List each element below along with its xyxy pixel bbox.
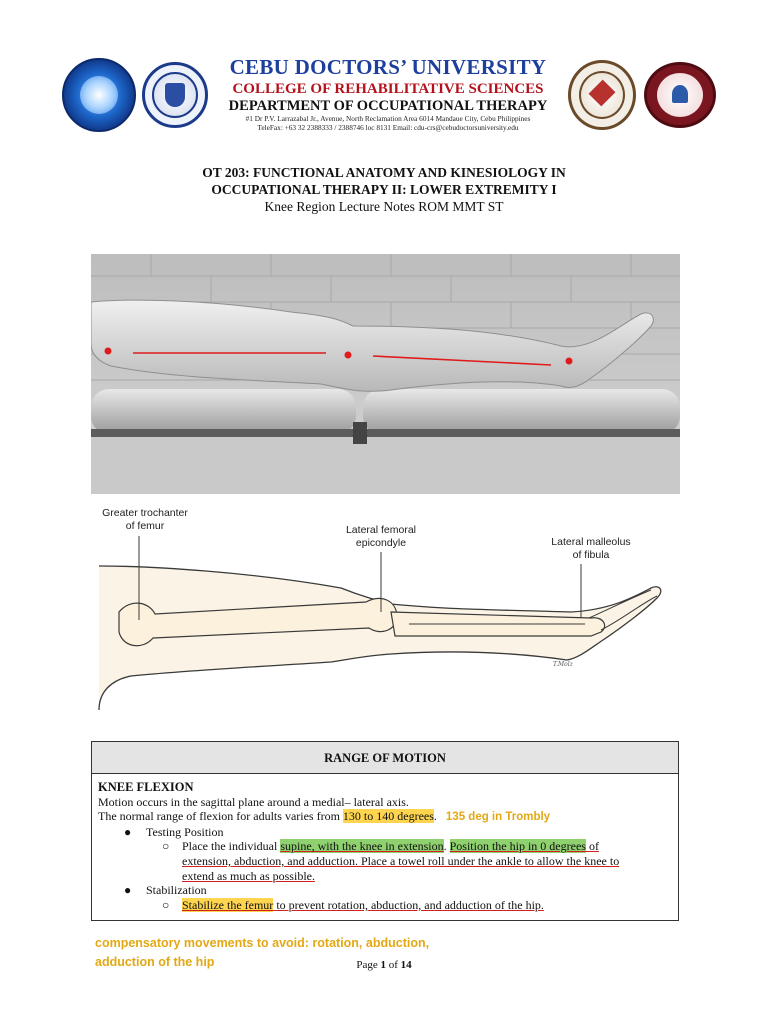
range-highlight: 130 to 140 degrees: [342, 809, 434, 824]
foot-bones: [588, 589, 658, 631]
letterhead: CEBU DOCTORS’ UNIVERSITY COLLEGE OF REHA…: [60, 54, 720, 136]
illustrator-signature: T.Molz: [553, 661, 574, 668]
contact-line: TeleFax: +63 32 2388333 / 2388746 loc 81…: [257, 122, 519, 132]
section-knee-flexion: KNEE FLEXION: [98, 780, 194, 794]
trombly-note: 135 deg in Trombly: [445, 811, 551, 824]
testing-position-line-2: extension, abduction, and adduction. Pla…: [182, 853, 620, 868]
bullet-stabilization: ●Stabilization: [124, 883, 207, 898]
fibula-line: [372, 355, 552, 366]
compensatory-movements-note: compensatory movements to avoid: rotatio…: [95, 936, 430, 969]
stabilize-femur-highlight: Stabilize the femur: [182, 897, 274, 912]
greater-trochanter-marker: [104, 347, 112, 355]
testing-position-line-3: extend as much as possible.: [182, 868, 315, 883]
page-number: Page 1 of 14: [356, 959, 412, 971]
label-lateral-femoral-epicondyle: Lateral femoral epicondyle: [345, 524, 417, 549]
normal-range-text: The normal range of flexion for adults v…: [98, 809, 551, 824]
table-pad-right: [363, 389, 680, 434]
title-line-1: OT 203: FUNCTIONAL ANATOMY AND KINESIOLO…: [202, 165, 566, 180]
label-greater-trochanter: Greater trochanter of femur: [102, 507, 188, 532]
leg-anatomy-drawing: Greater trochanter of femur Lateral femo…: [91, 500, 680, 715]
motion-plane-text: Motion occurs in the sagittal plane arou…: [98, 794, 409, 809]
lateral-epicondyle-marker: [344, 351, 352, 359]
cdu-seal-icon: [142, 62, 208, 128]
range-of-motion-table: RANGE OF MOTION KNEE FLEXION Motion occu…: [91, 741, 679, 921]
testing-position-detail: ○Place the individual supine, with the k…: [162, 839, 599, 854]
bullet-testing-position: ●Testing Position: [124, 824, 224, 839]
title-line-2: OCCUPATIONAL THERAPY II: LOWER EXTREMITY…: [211, 182, 557, 197]
leg-photo-drawing: [91, 254, 680, 494]
rehab-sciences-seal-icon: [644, 62, 716, 128]
rom-heading: RANGE OF MOTION: [92, 742, 678, 774]
leg-outline: [98, 565, 662, 711]
letterhead-text: CEBU DOCTORS’ UNIVERSITY COLLEGE OF REHA…: [210, 54, 566, 132]
rom-body: KNEE FLEXION Motion occurs in the sagitt…: [92, 774, 678, 912]
address-line: #1 Dr P.V. Larrazabal Jr., Avenue, North…: [245, 114, 531, 123]
leg-landmark-photo: [91, 254, 680, 494]
label-lateral-malleolus: Lateral malleolus of fibula: [551, 536, 631, 561]
table-pad-left: [91, 389, 356, 434]
occupational-therapy-seal-icon: [568, 60, 636, 130]
department-name: DEPARTMENT OF OCCUPATIONAL THERAPY: [228, 98, 548, 114]
leg-silhouette: [91, 299, 654, 392]
document-title: OT 203: FUNCTIONAL ANATOMY AND KINESIOLO…: [0, 164, 768, 215]
lateral-malleolus-marker: [565, 357, 573, 365]
leg-outline-svg: T.Molz: [98, 536, 662, 711]
supine-highlight: supine, with the knee in extension: [280, 839, 444, 854]
college-name: COLLEGE OF REHABILITATIVE SCIENCES: [232, 81, 544, 97]
stabilization-detail: ○Stabilize the femur to prevent rotation…: [162, 897, 544, 912]
hip-position-highlight: Position the hip in 0 degrees: [449, 839, 586, 854]
university-name: CEBU DOCTORS’ UNIVERSITY: [229, 55, 547, 79]
title-subtitle: Knee Region Lecture Notes ROM MMT ST: [264, 199, 504, 214]
university-seal-icon: [62, 58, 136, 132]
